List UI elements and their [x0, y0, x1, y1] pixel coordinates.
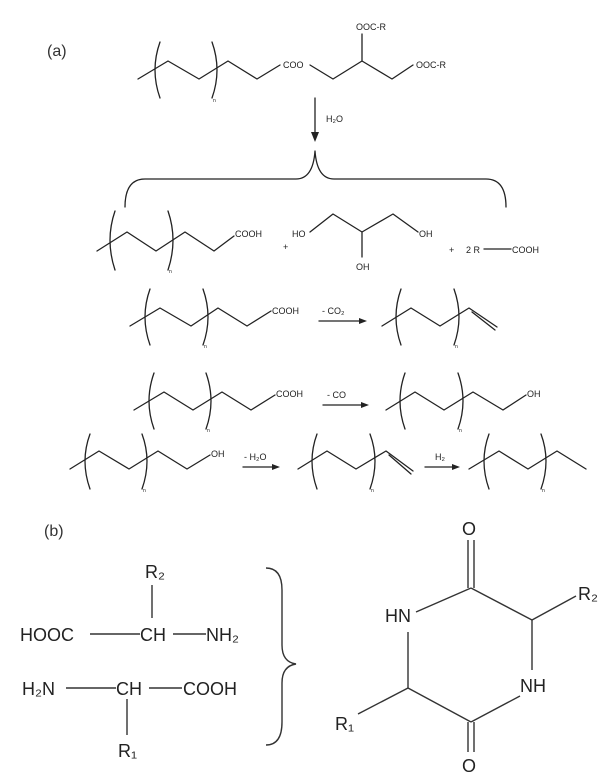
svg-text:n: n: [204, 344, 207, 350]
reaction-brace: [265, 567, 297, 746]
hydrolysis-reagent: H₂O: [326, 114, 343, 124]
coo-label: COO: [283, 60, 304, 70]
decarbonylation-reaction: n COOH - CO n OH: [133, 372, 541, 434]
svg-text:HN: HN: [385, 606, 411, 626]
ooc-r-top-label: OOC-R: [356, 22, 386, 32]
svg-text:R₂: R₂: [578, 584, 598, 604]
svg-text:O: O: [462, 519, 476, 539]
plus-sign: +: [283, 242, 288, 252]
svg-text:n: n: [542, 488, 545, 494]
svg-text:n: n: [207, 428, 210, 434]
svg-text:n: n: [169, 269, 172, 275]
product-brace: [124, 150, 507, 208]
svg-text:R₂: R₂: [145, 562, 165, 582]
ooc-r-right-label: OOC-R: [416, 60, 446, 70]
carboxylic-acid-product: + 2 R COOH: [449, 245, 539, 255]
svg-text:+: +: [449, 245, 454, 255]
svg-text:COOH: COOH: [276, 389, 303, 399]
svg-text:- CO₂: - CO₂: [322, 306, 345, 316]
amino-acid-2: H₂N CH COOH R₁: [22, 679, 237, 761]
svg-text:O: O: [462, 756, 476, 776]
svg-text:n: n: [455, 344, 458, 350]
svg-text:COOH: COOH: [183, 679, 237, 699]
svg-text:H₂: H₂: [435, 452, 445, 462]
svg-text:- H₂O: - H₂O: [244, 452, 267, 462]
triglyceride-molecule: n COO OOC-R OOC-R: [137, 22, 446, 104]
amino-acid-1: R₂ HOOC CH NH₂: [20, 562, 239, 645]
svg-text:NH₂: NH₂: [206, 625, 239, 645]
decarboxylation-reaction: n COOH - CO₂ n: [129, 288, 498, 350]
svg-text:OH: OH: [527, 389, 541, 399]
panel-a-label: (a): [47, 43, 67, 60]
svg-text:2 R: 2 R: [466, 245, 481, 255]
svg-text:n: n: [459, 428, 462, 434]
svg-text:OH: OH: [419, 229, 433, 239]
hydrolysis-arrow: H₂O: [311, 97, 343, 142]
svg-text:n: n: [143, 488, 146, 494]
svg-text:COOH: COOH: [235, 229, 262, 239]
glycerol-product: HO OH OH: [292, 213, 433, 272]
svg-text:COOH: COOH: [512, 245, 539, 255]
svg-text:R₁: R₁: [335, 714, 354, 734]
fatty-acid-product: n COOH: [96, 210, 262, 275]
svg-text:HOOC: HOOC: [20, 625, 74, 645]
svg-text:OH: OH: [356, 262, 370, 272]
svg-text:CH: CH: [140, 625, 166, 645]
svg-text:NH: NH: [520, 676, 546, 696]
panel-b-label: (b): [44, 523, 64, 540]
svg-text:COOH: COOH: [272, 306, 299, 316]
svg-text:R₁: R₁: [118, 741, 137, 761]
svg-text:- CO: - CO: [327, 390, 346, 400]
svg-text:OH: OH: [211, 449, 225, 459]
svg-text:n: n: [213, 98, 216, 104]
diketopiperazine: O HN R₂ NH R₁ O: [335, 519, 598, 776]
svg-text:H₂N: H₂N: [22, 679, 55, 699]
svg-text:CH: CH: [116, 679, 142, 699]
svg-text:n: n: [371, 488, 374, 494]
dehydration-hydrogenation-reaction: n OH - H₂O n H₂ n: [69, 433, 587, 494]
svg-text:HO: HO: [292, 229, 306, 239]
